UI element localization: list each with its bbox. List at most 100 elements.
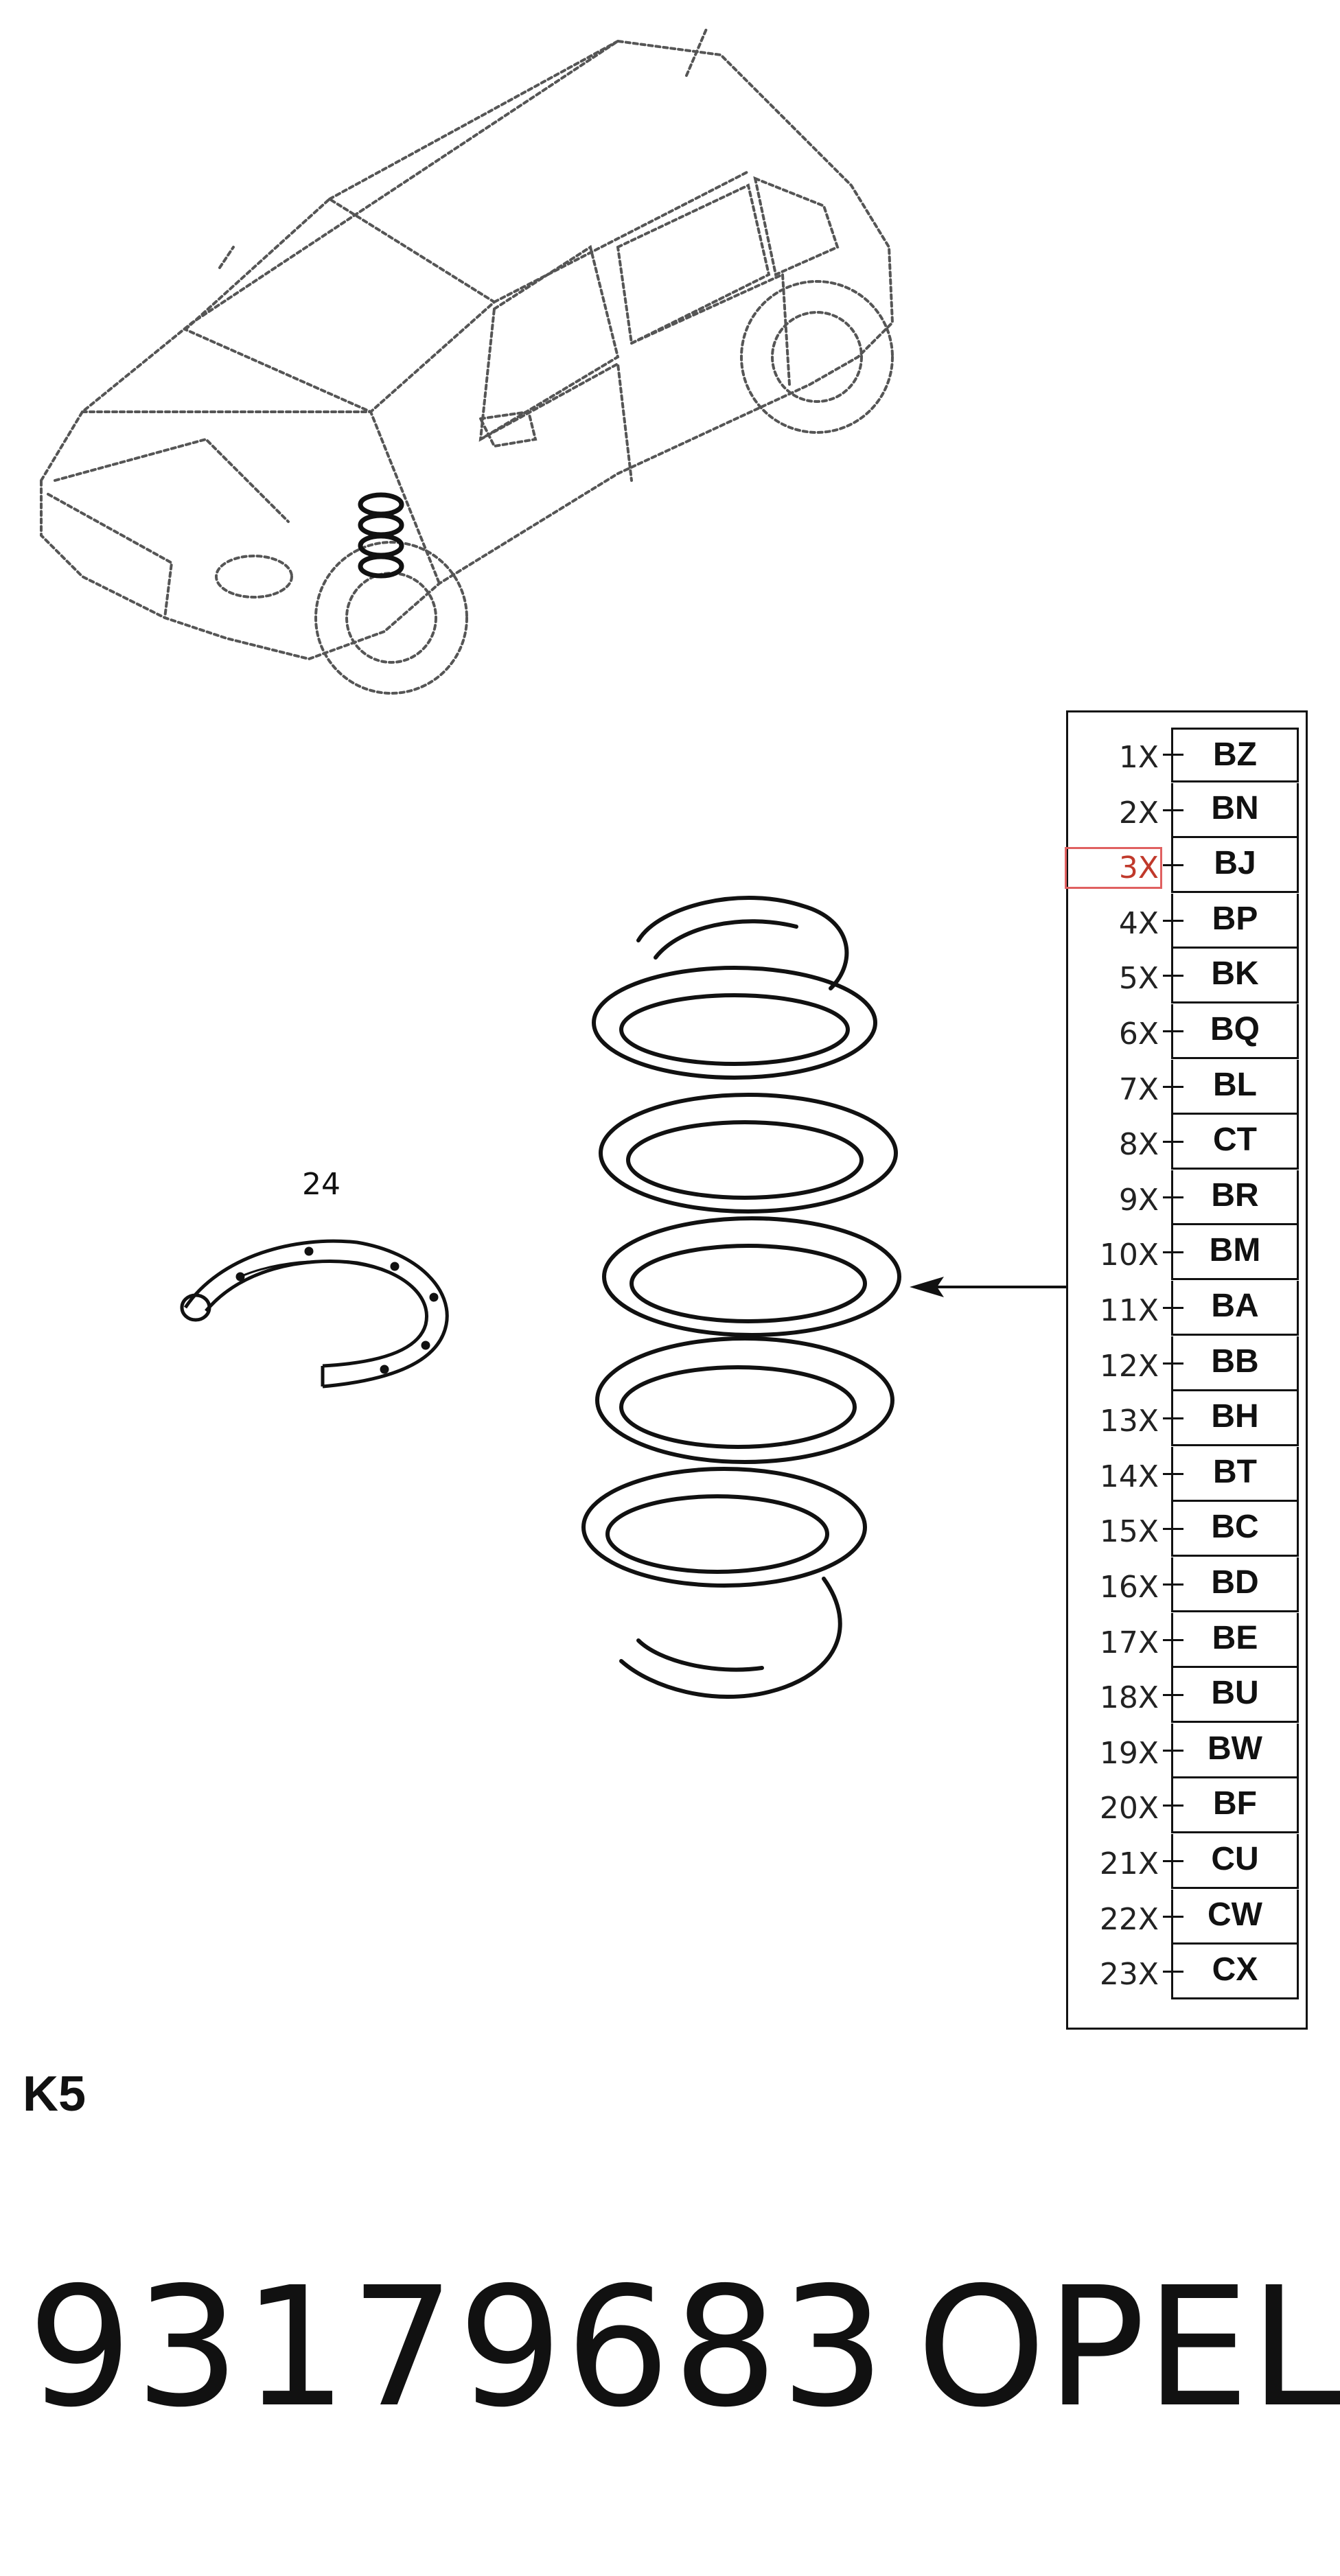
variant-code: BW — [1171, 1723, 1299, 1778]
variant-qty: 22X — [1099, 1901, 1159, 1937]
variant-qty: 2X — [1118, 795, 1159, 831]
leader-tick — [1163, 1805, 1183, 1807]
variant-qty: 17X — [1099, 1625, 1159, 1660]
variant-qty: 3X — [1065, 847, 1162, 890]
variant-row: 18X BU — [1068, 1668, 1306, 1724]
variant-code: BT — [1171, 1446, 1299, 1502]
variant-qty: 5X — [1118, 961, 1159, 997]
variant-code: CW — [1171, 1889, 1299, 1945]
coil-spring — [581, 896, 901, 1699]
variant-qty: 1X — [1118, 740, 1159, 775]
variant-row: 10X BM — [1068, 1225, 1306, 1281]
leader-tick — [1163, 1749, 1183, 1752]
variant-code: BP — [1171, 893, 1299, 949]
variant-code: BL — [1171, 1059, 1299, 1115]
leader-tick — [1163, 1030, 1183, 1032]
variant-row: 5X BK — [1068, 949, 1306, 1004]
callout-arrow — [910, 1277, 1066, 1297]
variant-code: BA — [1171, 1281, 1299, 1336]
variant-qty: 18X — [1099, 1680, 1159, 1716]
leader-tick — [1163, 809, 1183, 811]
variant-code: BQ — [1171, 1004, 1299, 1059]
variant-row: 20X BF — [1068, 1778, 1306, 1834]
variant-qty: 7X — [1118, 1071, 1159, 1107]
leader-tick — [1163, 1417, 1183, 1420]
variant-row: 12X BB — [1068, 1336, 1306, 1391]
leader-tick — [1163, 1971, 1183, 1973]
variant-row: 19X BW — [1068, 1723, 1306, 1778]
variant-code: BR — [1171, 1170, 1299, 1225]
variant-code: BK — [1171, 949, 1299, 1004]
leader-tick — [1163, 1528, 1183, 1531]
variant-code: BM — [1171, 1225, 1299, 1281]
part-number: 93179683 — [27, 2251, 888, 2444]
leader-tick — [1163, 1307, 1183, 1309]
variant-code: BH — [1171, 1391, 1299, 1447]
leader-tick — [1163, 1638, 1183, 1641]
leader-tick — [1163, 1694, 1183, 1697]
variant-qty: 4X — [1118, 905, 1159, 941]
leader-tick — [1163, 1860, 1183, 1862]
variant-row: 21X CU — [1068, 1834, 1306, 1889]
variant-row: 15X BC — [1068, 1502, 1306, 1557]
part-label-24: 24 — [302, 1167, 340, 1202]
variant-row: 9X BR — [1068, 1170, 1306, 1225]
leader-tick — [1163, 919, 1183, 922]
variant-qty: 20X — [1099, 1791, 1159, 1826]
variant-qty: 11X — [1099, 1293, 1159, 1328]
leader-tick — [1163, 1362, 1183, 1365]
variant-row: 1X BZ — [1068, 728, 1306, 782]
car-illustration — [40, 26, 894, 695]
variant-qty: 14X — [1099, 1459, 1159, 1494]
variant-qty: 6X — [1118, 1017, 1159, 1052]
variant-qty: 9X — [1118, 1182, 1159, 1218]
leader-tick — [1163, 1583, 1183, 1586]
leader-tick — [1163, 975, 1183, 977]
variant-qty: 16X — [1099, 1570, 1159, 1605]
variant-row: 2X BN — [1068, 782, 1306, 838]
variant-qty: 21X — [1099, 1846, 1159, 1881]
variant-code: BC — [1171, 1502, 1299, 1557]
section-code: K5 — [23, 2067, 86, 2122]
variant-row: 22X CW — [1068, 1889, 1306, 1945]
variant-code: CX — [1171, 1945, 1299, 2000]
leader-tick — [1163, 1085, 1183, 1088]
leader-tick — [1163, 1472, 1183, 1475]
variant-qty: 19X — [1099, 1735, 1159, 1771]
variant-row: 23X CX — [1068, 1945, 1306, 2000]
variant-code: CT — [1171, 1115, 1299, 1170]
leader-tick — [1163, 1141, 1183, 1144]
leader-tick — [1163, 1251, 1183, 1254]
variant-code: BB — [1171, 1336, 1299, 1391]
variant-row: 16X BD — [1068, 1557, 1306, 1612]
variant-code: BF — [1171, 1778, 1299, 1834]
variant-qty: 12X — [1099, 1348, 1159, 1384]
variant-qty: 23X — [1099, 1957, 1159, 1993]
variant-qty: 8X — [1118, 1127, 1159, 1163]
variant-row: 6X BQ — [1068, 1004, 1306, 1059]
variant-code: CU — [1171, 1834, 1299, 1889]
variant-row: 13X BH — [1068, 1391, 1306, 1447]
variant-code: BZ — [1171, 728, 1299, 782]
spring-location-marker — [358, 492, 404, 579]
leader-tick — [1163, 864, 1183, 867]
variant-code: BN — [1171, 782, 1299, 838]
variant-row: 4X BP — [1068, 893, 1306, 949]
variant-qty: 10X — [1099, 1238, 1159, 1273]
brand-name: OPEL — [916, 2251, 1340, 2444]
leader-tick — [1163, 1196, 1183, 1198]
variant-code: BJ — [1171, 838, 1299, 894]
variant-row: 8X CT — [1068, 1115, 1306, 1170]
variant-qty: 15X — [1099, 1514, 1159, 1550]
spring-seat-part-24 — [180, 1239, 449, 1389]
variant-code: BD — [1171, 1557, 1299, 1612]
variant-row: 11X BA — [1068, 1281, 1306, 1336]
variant-code: BU — [1171, 1668, 1299, 1724]
variant-row: 7X BL — [1068, 1059, 1306, 1115]
leader-tick — [1163, 1915, 1183, 1918]
variant-qty: 13X — [1099, 1404, 1159, 1439]
